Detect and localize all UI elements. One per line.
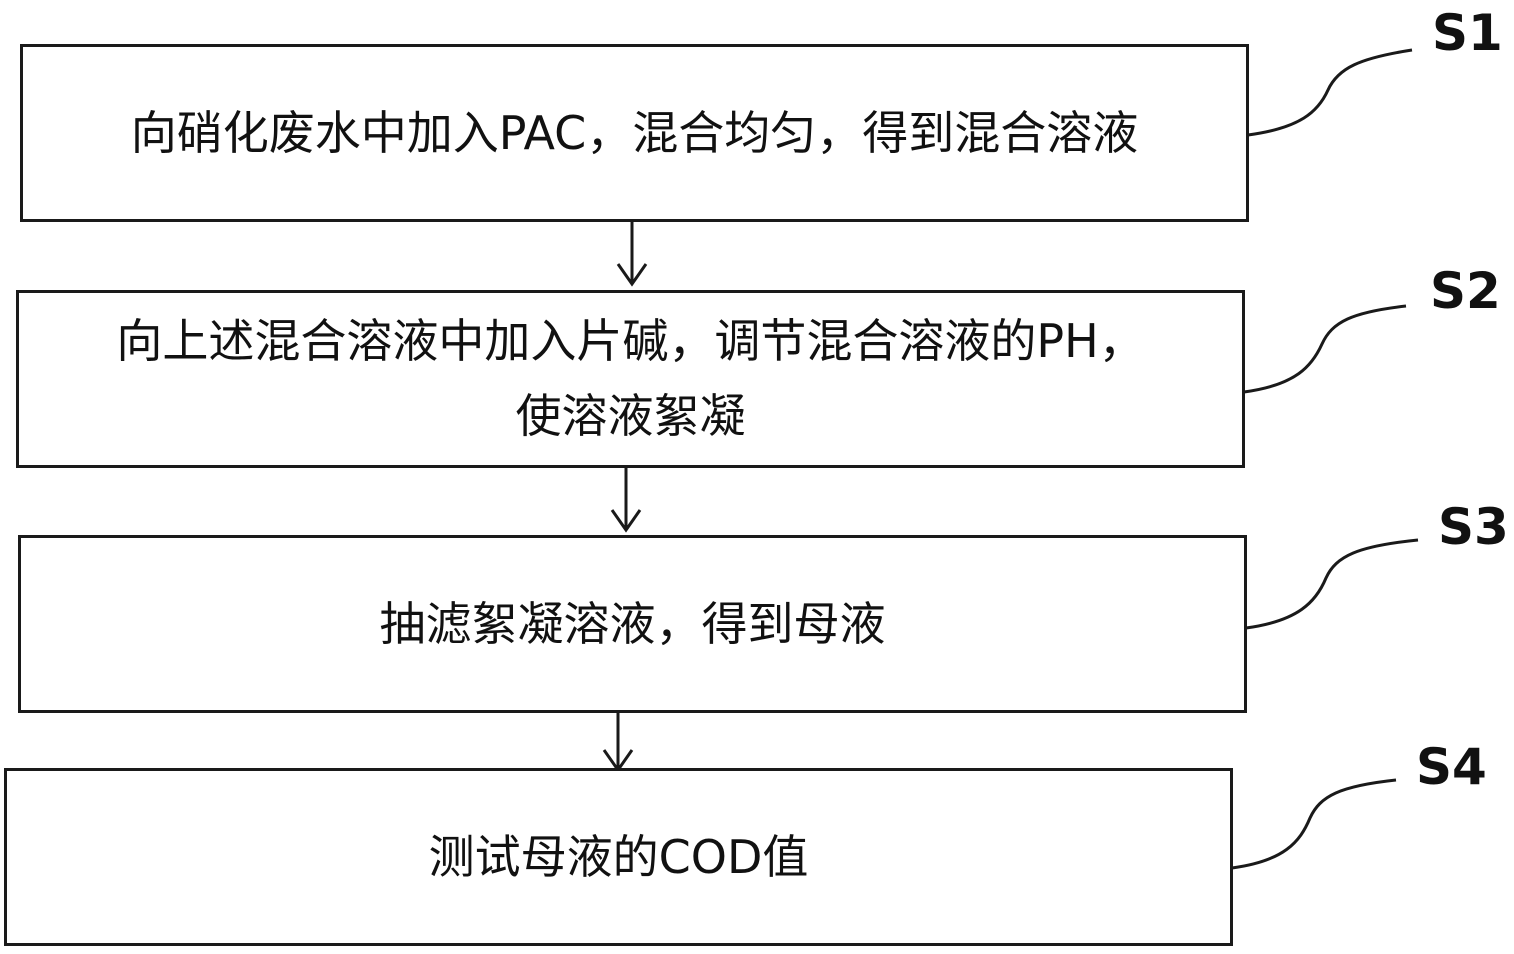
- step-box-s3: 抽滤絮凝溶液，得到母液: [18, 535, 1247, 713]
- arrow-s2-to-s3: [610, 468, 642, 533]
- step-box-s4: 测试母液的COD值: [4, 768, 1233, 946]
- step-text-s4: 测试母液的COD值: [428, 829, 809, 884]
- leader-line-s2: [1243, 304, 1407, 394]
- step-label-s3: S3: [1438, 498, 1509, 556]
- leader-line-s3: [1245, 538, 1419, 630]
- step-text-s1: 向硝化废水中加入PAC，混合均匀，得到混合溶液: [130, 105, 1139, 160]
- arrow-s1-to-s2: [616, 222, 648, 287]
- leader-line-s1: [1247, 48, 1413, 137]
- step-text-s3: 抽滤絮凝溶液，得到母液: [379, 596, 886, 651]
- step-box-s1: 向硝化废水中加入PAC，混合均匀，得到混合溶液: [20, 44, 1249, 222]
- step-label-s4: S4: [1416, 738, 1487, 796]
- step-label-s1: S1: [1432, 4, 1503, 62]
- arrow-s3-to-s4: [602, 713, 634, 773]
- leader-line-s4: [1231, 778, 1397, 870]
- step-box-s2: 向上述混合溶液中加入片碱，调节混合溶液的PH， 使溶液絮凝: [16, 290, 1245, 468]
- step-label-s2: S2: [1430, 262, 1501, 320]
- step-text-s2: 向上述混合溶液中加入片碱，调节混合溶液的PH， 使溶液絮凝: [116, 314, 1145, 443]
